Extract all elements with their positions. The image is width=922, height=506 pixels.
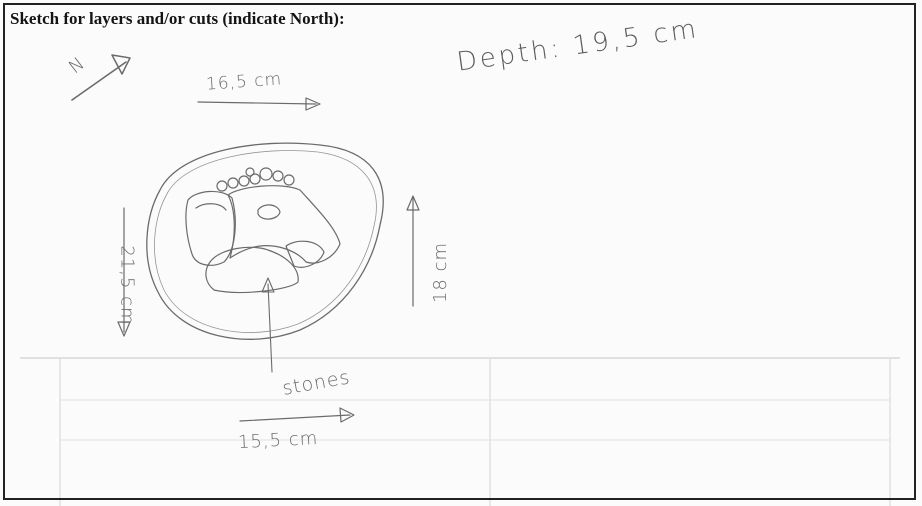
bleed-through-lines: [20, 357, 900, 506]
left-dimension-arrow: [117, 207, 131, 337]
bottom-dimension-label: 15,5 cm: [237, 427, 319, 454]
right-dimension-label: 18 cm: [430, 241, 452, 304]
right-dimension-arrow: [406, 195, 420, 307]
stones-shapes: [185, 167, 341, 294]
pit-outline: [146, 142, 384, 340]
bottom-dimension-arrow: [239, 407, 355, 423]
sketch-frame: [3, 3, 916, 500]
top-dimension-arrow: [197, 97, 321, 111]
north-arrow: [71, 54, 131, 101]
sketch-heading: Sketch for layers and/or cuts (indicate …: [10, 9, 345, 28]
left-dimension-label: 21,5 cm: [116, 245, 138, 326]
stones-leader: [261, 277, 275, 373]
